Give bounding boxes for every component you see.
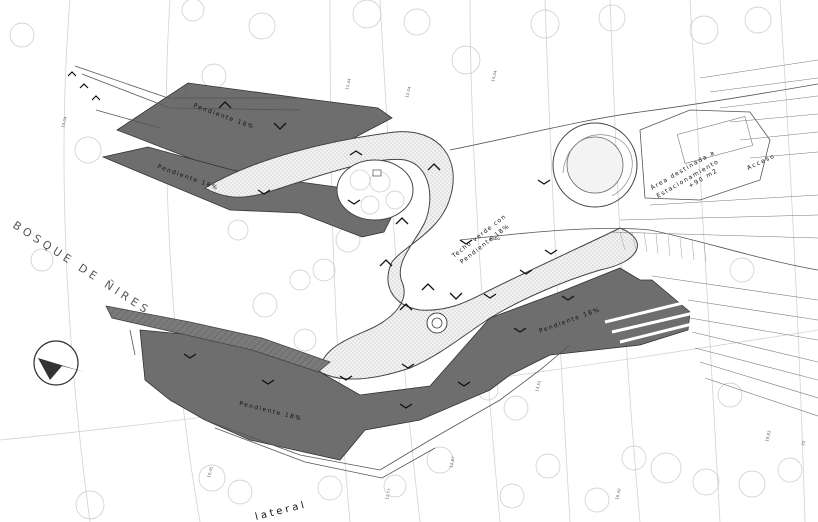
chevrons xyxy=(183,101,575,409)
roundabout-outer xyxy=(552,122,638,208)
elev-12-87: 12.87 xyxy=(448,455,456,468)
parking-car xyxy=(676,116,754,164)
elev-10-04: 10.04 xyxy=(60,115,68,128)
contour-elevations: 10.04 11.44 12.04 14.04 10.10 10.45 11.7… xyxy=(60,69,806,500)
plaza-outline xyxy=(449,83,818,271)
elev-16-40: 16.40 xyxy=(614,487,622,500)
elev-14-51: 14.51 xyxy=(534,379,542,392)
bosque-label: BOSQUE DE ÑIRES xyxy=(10,219,153,318)
roundabout-inner xyxy=(566,136,624,194)
ramp-stripes xyxy=(604,298,704,354)
acceso-label: Acceso xyxy=(746,152,777,171)
service-lines xyxy=(651,275,818,417)
north-arrow-icon xyxy=(33,340,84,386)
patio-label: Patio xyxy=(490,236,500,241)
trees xyxy=(9,0,803,520)
spiral-ramp xyxy=(562,134,633,197)
right-lines xyxy=(609,59,818,239)
parking-stalls xyxy=(619,231,707,263)
patio xyxy=(336,159,414,221)
elev-18-83: 18.83 xyxy=(764,429,772,442)
elev-11-44: 11.44 xyxy=(344,77,352,90)
elev-11-77: 11.77 xyxy=(384,487,392,500)
elev-10-10: 10.10 xyxy=(182,83,190,96)
elev-12-04: 12.04 xyxy=(404,85,412,98)
green-roof-ramp xyxy=(204,131,638,380)
elev-14-04: 14.04 xyxy=(490,69,498,82)
lower-ramp xyxy=(139,267,691,461)
elev-20: 20 xyxy=(800,440,806,447)
roundel xyxy=(426,312,448,334)
lateral-label: lateral xyxy=(254,499,308,522)
elev-10-45: 10.45 xyxy=(206,465,214,478)
lower-left-wall xyxy=(105,305,331,373)
parking-area xyxy=(639,109,771,201)
top-left-marks xyxy=(67,71,101,101)
